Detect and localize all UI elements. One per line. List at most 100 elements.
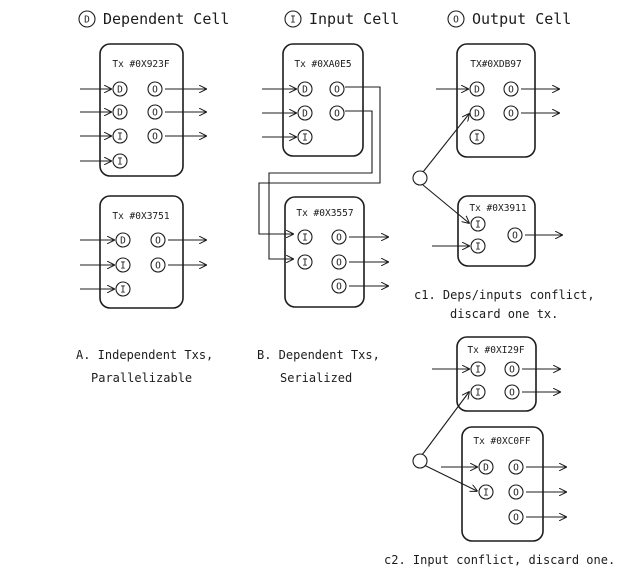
tx-box-frame: [99, 43, 184, 177]
cell-dependent: [112, 104, 128, 120]
tx-box-frame: [284, 196, 365, 308]
cell-output: [329, 81, 345, 97]
caption-b-title: B. Dependent Txs,: [257, 348, 380, 362]
caption-c1-title: c1. Deps/inputs conflict,: [414, 288, 595, 302]
cell-dependent: [112, 81, 128, 97]
tx-box-frame: [457, 195, 536, 267]
cell-letter: D: [117, 108, 123, 119]
cell-input: [297, 229, 313, 245]
cell-letter: O: [509, 388, 515, 399]
serialization-wires: [258, 86, 381, 259]
cell-output: [150, 257, 166, 273]
cell-letter: I: [475, 242, 481, 253]
conflict-source-c2: [412, 392, 477, 491]
cell-letter: I: [475, 365, 481, 376]
cell-letter: D: [302, 85, 308, 96]
cell-letter: D: [120, 236, 126, 247]
legend-input-label: Input Cell: [309, 10, 399, 28]
cell-letter: I: [302, 233, 308, 244]
cell-input: [115, 257, 131, 273]
legend-input: I Input Cell: [284, 10, 399, 28]
cell-input: [470, 384, 486, 400]
legend-dependent-label: Dependent Cell: [103, 10, 229, 28]
cell-letter: I: [120, 285, 126, 296]
cell-input: [470, 238, 486, 254]
cell-letter: O: [336, 233, 342, 244]
cell-output: [508, 484, 524, 500]
cell-output: [503, 81, 519, 97]
cell-input: [112, 128, 128, 144]
legend-output: O Output Cell: [447, 10, 571, 28]
conflict-arrow: [423, 464, 477, 491]
tx-box-0x3911: Tx #0X3911 I O I: [432, 195, 562, 267]
tx-title: Tx #0XC0FF: [473, 436, 530, 447]
tx-box-0xi29f: Tx #0XI29F I O I O: [432, 336, 560, 412]
dependent-cell-symbol: [78, 10, 96, 28]
cell-input: [469, 129, 485, 145]
output-symbol-letter: O: [453, 15, 459, 26]
legend-output-label: Output Cell: [472, 10, 571, 28]
cell-dependent: [115, 232, 131, 248]
tx-box-frame: [99, 195, 184, 309]
caption-c2: c2. Input conflict, discard one.: [384, 553, 615, 567]
cell-output: [507, 227, 523, 243]
cell-letter: D: [483, 463, 489, 474]
caption-a-subtitle: Parallelizable: [91, 371, 192, 385]
tx-title: Tx #0X3751: [112, 211, 169, 222]
cell-letter: O: [155, 261, 161, 272]
cell-letter: O: [513, 488, 519, 499]
cell-output: [504, 384, 520, 400]
tx-box-frame: [456, 43, 536, 158]
tx-title: Tx #0X3911: [469, 203, 526, 214]
input-cell-symbol: [284, 10, 302, 28]
cell-letter: O: [513, 463, 519, 474]
cell-letter: O: [334, 109, 340, 120]
cell-letter: I: [117, 132, 123, 143]
cell-output: [331, 278, 347, 294]
tx-title: Tx #0XI29F: [467, 345, 524, 356]
conflict-arrow: [422, 114, 469, 173]
cell-letter: O: [336, 282, 342, 293]
cell-output: [147, 128, 163, 144]
cell-input: [478, 484, 494, 500]
conflict-arrow: [421, 392, 469, 456]
tx-title: Tx #0X3557: [296, 208, 353, 219]
wire-output-to-input: [258, 86, 381, 234]
tx-title: TX#0XDB97: [470, 59, 521, 70]
wire-output-to-input: [268, 110, 373, 259]
shared-cell-node: [412, 170, 428, 186]
tx-box-0xc0ff: Tx #0XC0FF D O I O O: [441, 426, 566, 542]
dependent-symbol-letter: D: [84, 15, 90, 26]
output-cell-symbol: [447, 10, 465, 28]
cell-letter: O: [513, 513, 519, 524]
tx-title: Tx #0X923F: [112, 59, 169, 70]
cell-letter: O: [512, 231, 518, 242]
cell-output: [504, 361, 520, 377]
input-symbol-letter: I: [290, 15, 296, 26]
cell-letter: O: [336, 258, 342, 269]
tx-box-frame: [282, 43, 364, 157]
tx-box-0x923f: Tx #0X923F D O D O I O I: [80, 43, 206, 177]
tx-title: Tx #0XA0E5: [294, 59, 351, 70]
cell-letter: I: [120, 261, 126, 272]
cell-dependent: [478, 459, 494, 475]
tx-box-0xdb97: TX#0XDB97 D O D O I: [436, 43, 559, 158]
caption-c1-subtitle: discard one tx.: [450, 307, 558, 321]
cell-output: [147, 81, 163, 97]
conflict-arrow: [422, 184, 469, 223]
cell-dependent: [469, 81, 485, 97]
cell-letter: D: [302, 109, 308, 120]
tx-box-0x3751: Tx #0X3751 D O I O I: [80, 195, 206, 309]
cell-letter: O: [508, 85, 514, 96]
cell-letter: D: [117, 85, 123, 96]
cell-input: [297, 129, 313, 145]
cell-output: [147, 104, 163, 120]
cell-letter: O: [508, 109, 514, 120]
cell-letter: I: [474, 133, 480, 144]
cell-letter: O: [334, 85, 340, 96]
cell-output: [150, 232, 166, 248]
cell-input: [470, 216, 486, 232]
cell-output: [331, 254, 347, 270]
cell-output: [508, 459, 524, 475]
